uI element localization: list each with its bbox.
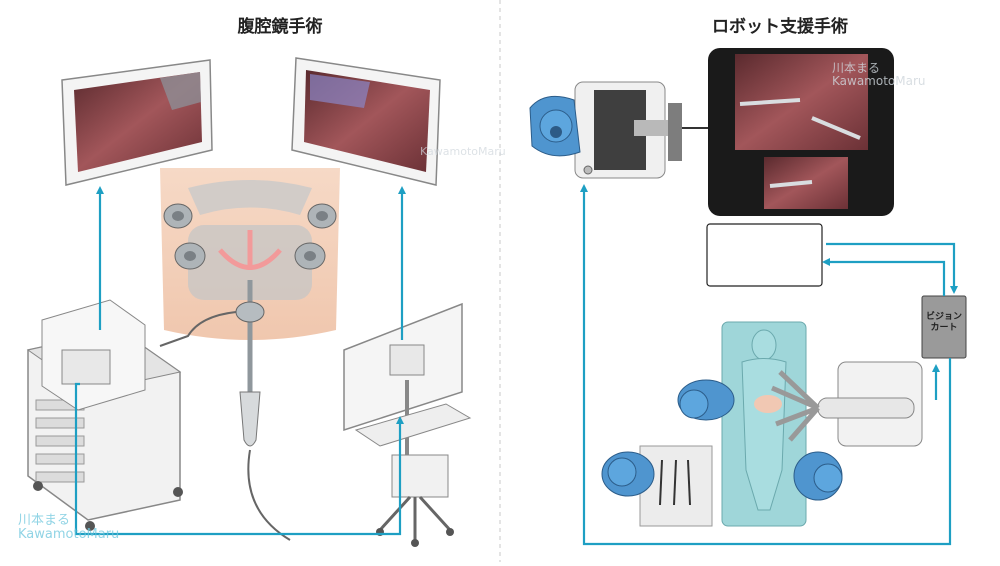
right-signal-arrows	[580, 184, 958, 546]
robotic-title: ロボット支援手術	[712, 17, 848, 37]
watermark-top-line1: 川本まる	[832, 61, 881, 75]
operating-table	[721, 321, 807, 527]
assistant-surgeon-top	[677, 379, 735, 421]
watermark-middle-line2: KawamotoMaru	[420, 145, 506, 158]
console-surgeon	[529, 95, 581, 157]
vision-monitor-box	[706, 223, 823, 287]
vision-cart-label-line1: ビジョン	[925, 312, 962, 322]
trocar-port-upper-right	[307, 203, 337, 229]
laparoscope	[159, 280, 291, 541]
assistant-surgeon-left	[601, 451, 655, 497]
instrument-tray	[639, 445, 713, 527]
left-monitor	[61, 59, 213, 186]
right-monitor	[291, 57, 441, 186]
trocar-port-lower-left	[174, 242, 206, 270]
trocar-port-upper-left	[163, 203, 193, 229]
vision-cart-label: ビジョン カート	[922, 312, 966, 335]
vision-cart-label-line2: カート	[930, 323, 958, 334]
trocar-port-lower-right	[294, 242, 326, 270]
assistant-surgeon-right	[793, 451, 843, 501]
display-cart	[343, 302, 472, 547]
watermark-middle: KawamotoMaru	[420, 146, 506, 158]
watermark-line1: 川本まる	[18, 513, 71, 528]
left-signal-arrows	[74, 186, 406, 536]
patient-abdomen	[160, 168, 340, 340]
watermark-bottom: 川本まる KawamotoMaru	[18, 514, 119, 541]
surgeon-console	[574, 81, 712, 179]
camera-tower	[26, 299, 183, 531]
laparoscopic-title: 腹腔鏡手術	[237, 17, 323, 37]
console-view-screen	[708, 48, 894, 216]
patient-side-cart	[754, 361, 923, 447]
watermark-top: 川本まる KawamotoMaru	[832, 62, 926, 87]
watermark-line2: KawamotoMaru	[18, 526, 120, 542]
watermark-top-line2: KawamotoMaru	[832, 73, 926, 88]
